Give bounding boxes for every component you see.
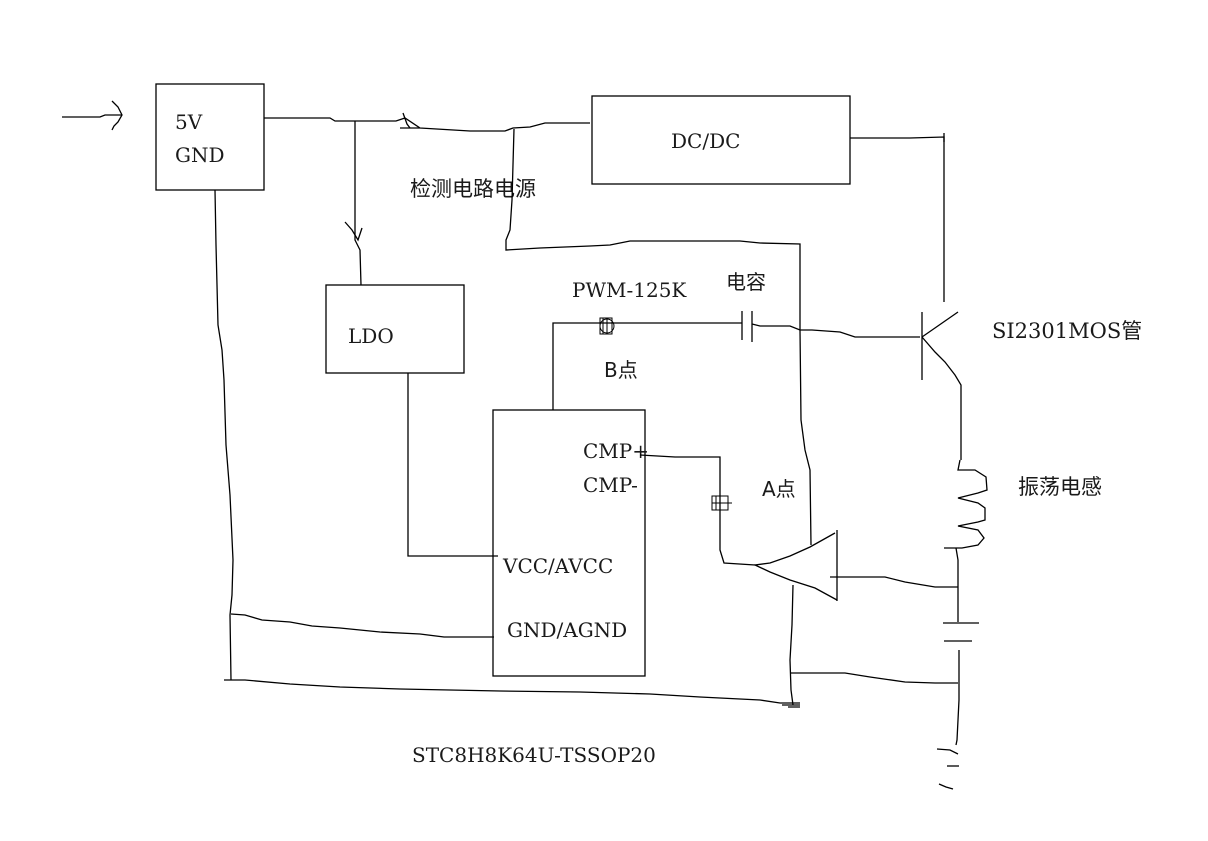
transistor-icon (921, 311, 962, 460)
power-gnd-label: GND (175, 143, 225, 167)
wire-to-ldo (354, 121, 362, 286)
ldo-block: LDO (325, 284, 465, 374)
wire-ldo-to-vcc (407, 373, 498, 557)
inductor-icon (944, 459, 988, 549)
power-5v-label: 5V (175, 110, 203, 134)
wire-pwm (552, 322, 742, 410)
mosfet-label: SI2301MOS管 (992, 319, 1142, 343)
arrow-mark-ldo (344, 221, 363, 242)
probe-marker-icon (599, 317, 615, 335)
pin-cmp-plus-label: CMP+ (583, 439, 649, 463)
probe-marker-icon-a (711, 495, 732, 511)
tank-capacitor-icon (943, 622, 979, 642)
pin-cmp-minus-label: CMP- (583, 473, 638, 497)
pin-vcc-label: VCC/AVCC (502, 554, 613, 578)
wire-to-tank-bottom (790, 672, 958, 684)
capacitor-label: 电容 (726, 270, 766, 294)
dcdc-label: DC/DC (671, 129, 740, 153)
wire-gnd-vertical (214, 189, 234, 681)
wire-gnd-to-mcu (230, 613, 494, 638)
ground-tick (782, 704, 800, 708)
power-input-block: 5V GND (155, 83, 265, 191)
wire-inductor-down (955, 547, 959, 622)
capacitor-icon (741, 311, 753, 342)
arrow-mark-top (402, 112, 411, 129)
wire-cap-to-gate (751, 323, 920, 338)
wire-sense-to-comparator (799, 329, 812, 546)
wire-comparator-to-tank (830, 576, 958, 588)
dcdc-block: DC/DC (591, 95, 851, 185)
chip-name-label: STC8H8K64U-TSSOP20 (412, 743, 656, 767)
wire-dcdc-out (850, 136, 945, 302)
wire-sense-supply (505, 128, 801, 330)
triangle-buffer-icon (752, 530, 838, 601)
mcu-block: CMP+ CMP- VCC/AVCC GND/AGND (492, 409, 649, 677)
wire-comparator-ground (789, 584, 794, 706)
ldo-label: LDO (348, 324, 394, 348)
inductor-label: 振荡电感 (1018, 475, 1102, 499)
point-a-label: A点 (762, 477, 796, 501)
wire-cmp-plus (639, 454, 756, 566)
pin-gnd-label: GND/AGND (507, 618, 627, 642)
wire-gnd-bottom (224, 679, 800, 704)
sense-supply-label: 检测电路电源 (410, 177, 536, 201)
point-b-label: B点 (604, 358, 638, 382)
arrow-right-icon (62, 100, 123, 131)
wire-cap-to-ground (955, 650, 960, 746)
wire-5v-to-dcdc (264, 117, 590, 132)
pwm-label: PWM-125K (572, 278, 687, 302)
ground-icon (936, 748, 959, 790)
